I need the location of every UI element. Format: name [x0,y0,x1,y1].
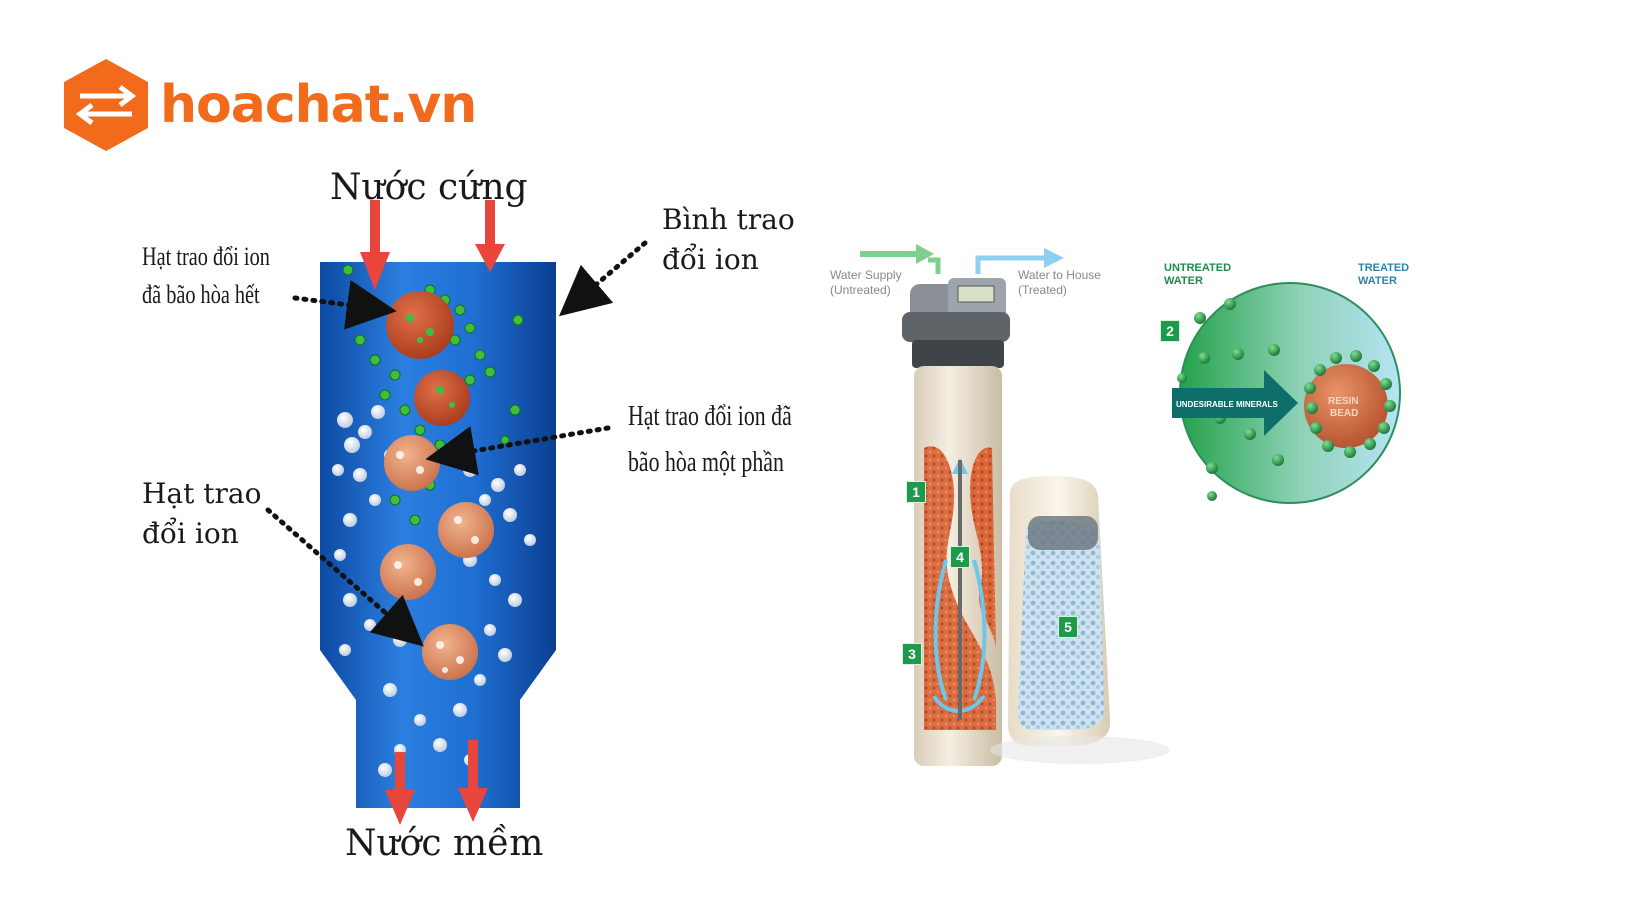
step-badge-3: 3 [902,643,922,665]
top-label: Nước cứng [330,167,528,208]
partial-bead-label: Hạt trao đổi ion đã bão hòa một phần [628,394,792,486]
vessel-body [320,262,556,808]
brand-name: hoachat.vn [160,75,477,135]
step-badge-4: 4 [950,546,970,568]
resin-bed [924,446,996,730]
leader-lines [265,240,648,647]
water-supply-label: Water Supply (Untreated) [830,268,902,298]
bead-label-line2: đổi ion [142,517,239,550]
bead-label: Hạt trao đổi ion [142,474,261,554]
house-arrow-icon [975,248,1064,274]
step-badge-1: 1 [906,481,926,503]
vessel-label: Bình trao đổi ion [662,200,795,280]
water-to-house-label: Water to House (Treated) [1018,268,1101,298]
bead-label-line1: Hạt trao [142,477,262,510]
saturated-label-line2: đã bão hòa hết [142,280,260,309]
resin-beads [380,291,494,680]
water-softener-illustration [860,244,1170,766]
treated-water-label: TREATED WATER [1358,262,1409,288]
hexagon-logo-icon [64,59,148,151]
outflow-arrow-icon [385,740,488,825]
vessel-label-line2: đổi ion [662,243,759,276]
undesirable-minerals-arrow-icon [1172,370,1298,436]
inset-bead-line2: BEAD [1330,408,1358,419]
bead-mineral-dots [1304,350,1396,458]
untreated-line1: UNTREATED [1164,262,1232,274]
bead-surface-minerals [406,314,455,408]
water-supply-line1: Water Supply [830,268,902,282]
step-badge-2: 2 [1160,320,1180,342]
control-valve [902,278,1010,368]
resin-bead-inset: UNDESIRABLE MINERALS RESIN BEAD [1172,282,1401,504]
bead-surface-ions [394,451,479,673]
treated-line2: WATER [1358,275,1397,287]
brand-logo[interactable]: hoachat.vn [60,56,480,154]
saturated-bead-label: Hạt trao đổi ion đã bão hòa hết [142,238,270,314]
step-badge-5: 5 [1058,616,1078,638]
inset-arrow-label: UNDESIRABLE MINERALS [1176,400,1278,409]
saturated-label-line1: Hạt trao đổi ion [142,242,270,271]
water-to-house-line1: Water to House [1018,268,1101,282]
untreated-line2: WATER [1164,275,1203,287]
water-supply-line2: (Untreated) [830,283,891,297]
water-to-house-line2: (Treated) [1018,283,1067,297]
untreated-water-label: UNTREATED WATER [1164,262,1231,288]
bottom-label: Nước mềm [345,823,544,864]
partial-label-line2: bão hòa một phần [628,447,784,478]
ion-exchange-vessel-diagram [265,200,648,825]
inset-bead-line1: RESIN [1328,396,1359,407]
resin-bead [1304,364,1388,448]
inflow-arrow-icon [360,200,505,290]
vessel-label-line1: Bình trao [662,203,795,236]
partial-label-line1: Hạt trao đổi ion đã [628,401,792,432]
treated-line1: TREATED [1358,262,1410,274]
loose-mineral-dots [1177,298,1284,501]
supply-arrow-icon [860,244,941,274]
